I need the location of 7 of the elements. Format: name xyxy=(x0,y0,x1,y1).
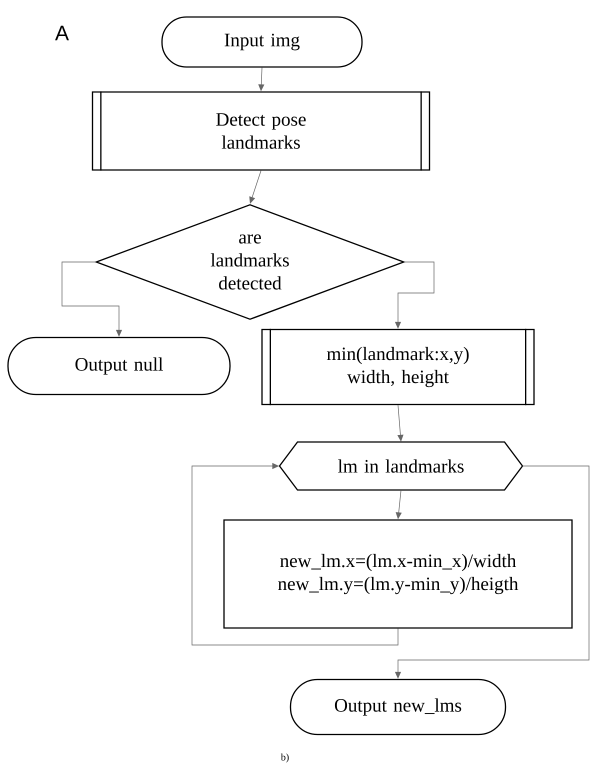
caption: b) xyxy=(280,753,289,763)
arrow xyxy=(192,462,398,646)
subroutine-box: min(landmark:x,y) width, height xyxy=(261,328,535,406)
panel-letter: A xyxy=(55,26,69,40)
process-box: new_lm.x=(lm.x-min_x)/width new_lm.y=(lm.y-min_y)/heigth xyxy=(223,519,573,629)
subroutine-box: Detect pose landmarks xyxy=(92,91,430,171)
loop-hexagon: lm in landmarks xyxy=(278,441,524,491)
